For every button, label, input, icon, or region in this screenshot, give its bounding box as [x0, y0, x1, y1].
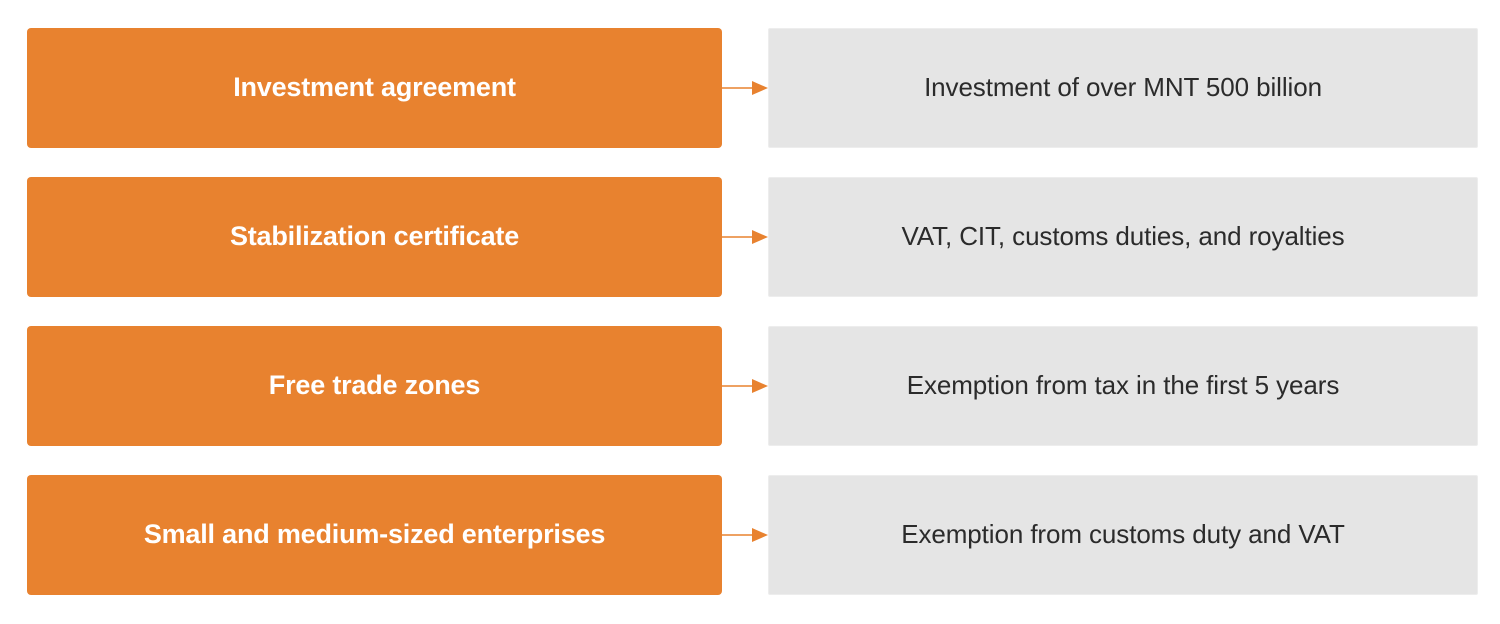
category-label: Free trade zones	[268, 370, 481, 401]
diagram-row: Investment agreement Investment of over …	[27, 28, 1478, 148]
description-label: Exemption from tax in the first 5 years	[906, 370, 1340, 401]
description-box-small-and-medium-sized-enterprises[interactable]: Exemption from customs duty and VAT	[768, 475, 1478, 595]
arrow-right-icon	[722, 526, 768, 544]
category-label: Stabilization certificate	[229, 221, 520, 252]
arrow-right-icon	[722, 377, 768, 395]
diagram-row: Free trade zones Exemption from tax in t…	[27, 326, 1478, 446]
connector-arrow-2	[722, 177, 768, 297]
diagram-row: Small and medium-sized enterprises Exemp…	[27, 475, 1478, 595]
description-label: VAT, CIT, customs duties, and royalties	[901, 221, 1345, 252]
description-box-free-trade-zones[interactable]: Exemption from tax in the first 5 years	[768, 326, 1478, 446]
connector-arrow-4	[722, 475, 768, 595]
category-box-investment-agreement[interactable]: Investment agreement	[27, 28, 722, 148]
category-box-small-and-medium-sized-enterprises[interactable]: Small and medium-sized enterprises	[27, 475, 722, 595]
category-box-stabilization-certificate[interactable]: Stabilization certificate	[27, 177, 722, 297]
diagram-row: Stabilization certificate VAT, CIT, cust…	[27, 177, 1478, 297]
description-label: Exemption from customs duty and VAT	[901, 519, 1345, 550]
arrow-right-icon	[722, 228, 768, 246]
arrow-right-icon	[722, 79, 768, 97]
category-label: Investment agreement	[233, 72, 516, 103]
description-label: Investment of over MNT 500 billion	[924, 72, 1322, 103]
connector-arrow-3	[722, 326, 768, 446]
description-box-investment-agreement[interactable]: Investment of over MNT 500 billion	[768, 28, 1478, 148]
connector-arrow-1	[722, 28, 768, 148]
category-label: Small and medium-sized enterprises	[143, 519, 606, 550]
description-box-stabilization-certificate[interactable]: VAT, CIT, customs duties, and royalties	[768, 177, 1478, 297]
category-box-free-trade-zones[interactable]: Free trade zones	[27, 326, 722, 446]
